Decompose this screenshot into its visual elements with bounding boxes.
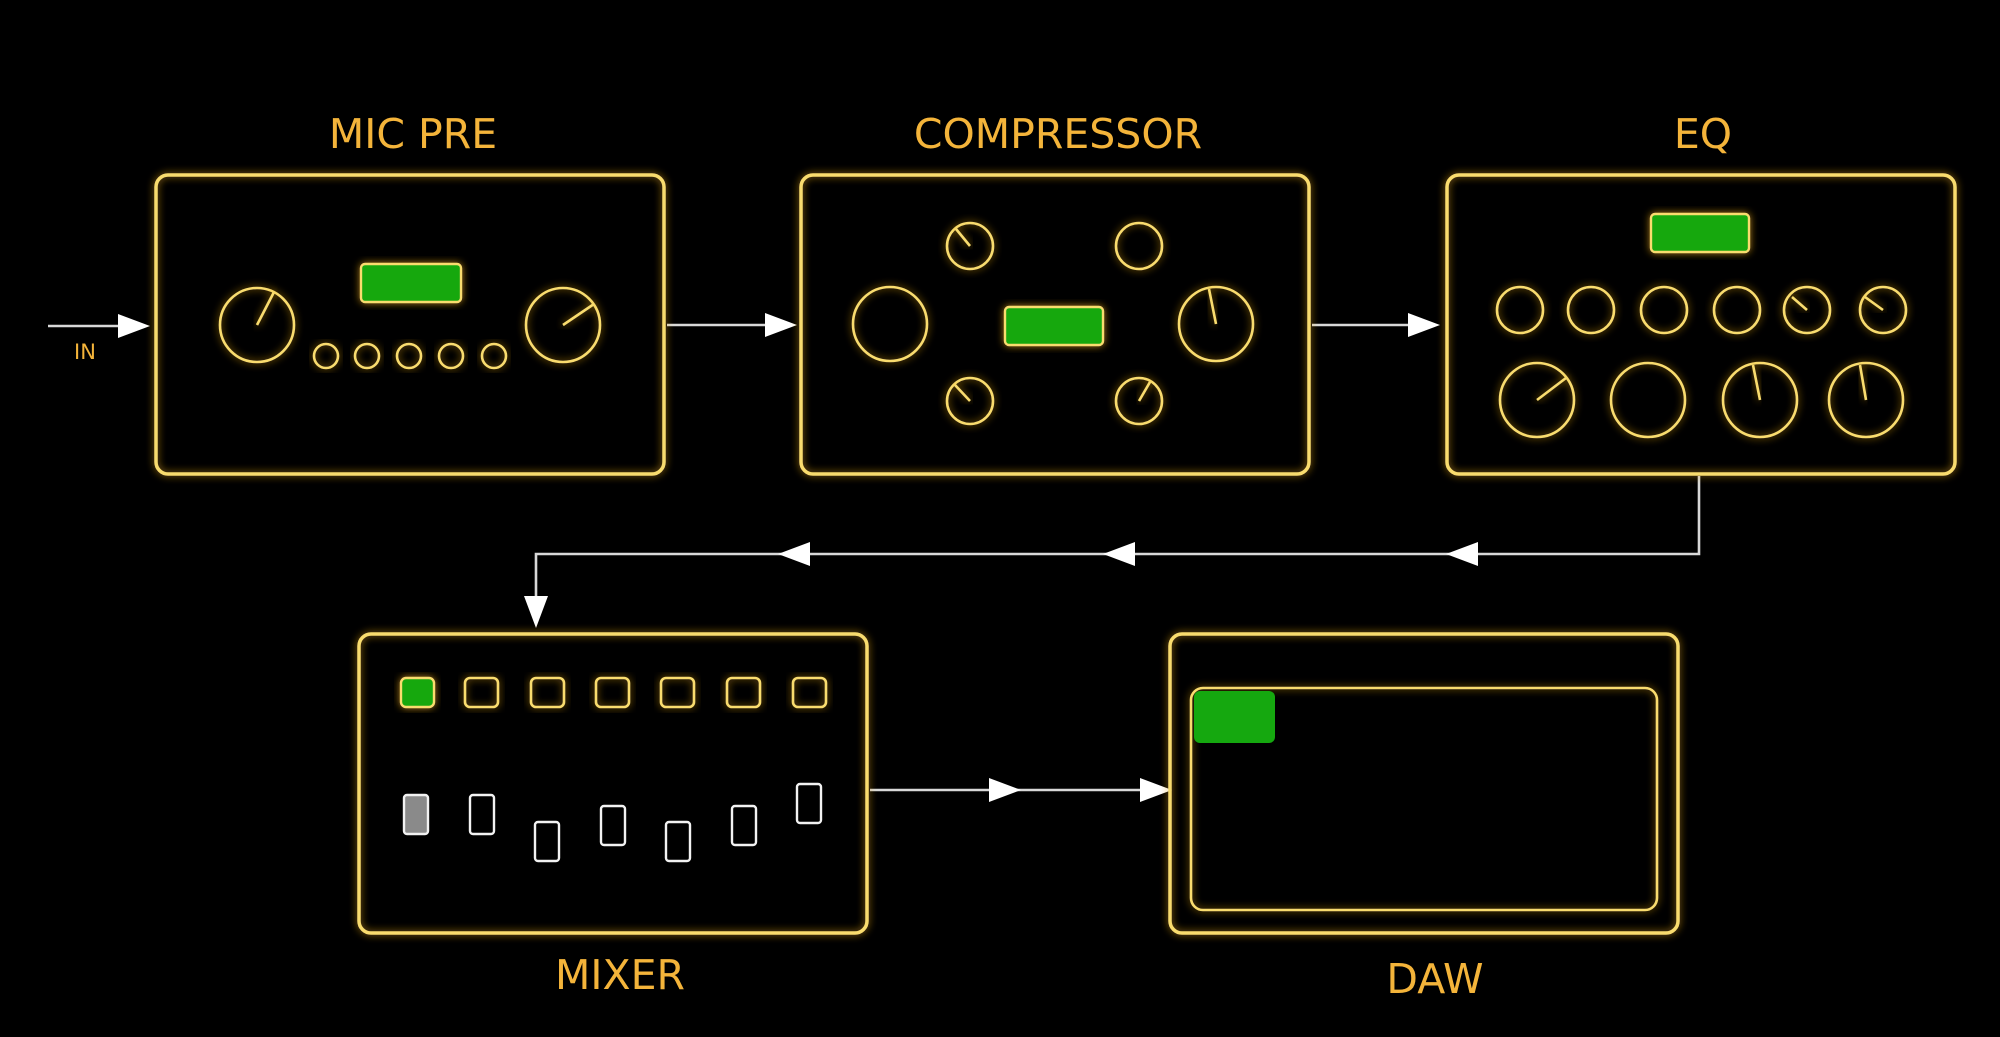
wire-eq-to-mixer <box>534 476 1701 600</box>
makeup-knob <box>1177 285 1255 363</box>
mic-pre-title: MIC PRE <box>329 110 497 158</box>
eq-display <box>1649 212 1751 254</box>
switch-button <box>395 342 423 370</box>
ratio-knob <box>945 376 995 426</box>
compressor-module <box>799 173 1311 476</box>
switch-button <box>353 342 381 370</box>
daw-frame <box>1168 632 1680 935</box>
mic-pre-module <box>154 173 666 476</box>
eq-small-knob <box>1639 285 1689 335</box>
channel-button-active <box>399 676 436 709</box>
mixer-title: MIXER <box>555 951 685 999</box>
eq-large-knob <box>1609 361 1687 439</box>
fader-cap <box>402 793 430 836</box>
signal-wires <box>48 313 1701 802</box>
arrowhead-icon <box>524 596 548 628</box>
channel-button <box>791 676 828 709</box>
eq-title: EQ <box>1674 110 1732 158</box>
daw-track-area <box>1189 686 1659 912</box>
eq-large-knob <box>1721 361 1799 439</box>
daw-title: DAW <box>1386 955 1483 1003</box>
eq-module <box>1445 173 1957 476</box>
channel-button <box>529 676 566 709</box>
eq-small-knob <box>1566 285 1616 335</box>
fader-cap <box>730 804 758 847</box>
eq-large-knob <box>1827 361 1905 439</box>
attack-knob <box>945 221 995 271</box>
mic-pre-display <box>359 262 463 304</box>
arrowhead-icon <box>989 778 1021 802</box>
fader-cap <box>599 804 627 847</box>
threshold-knob <box>851 285 929 363</box>
compressor-frame <box>799 173 1311 476</box>
switch-button <box>480 342 508 370</box>
eq-small-knob <box>1712 285 1762 335</box>
arrowhead-icon <box>118 314 150 338</box>
knee-knob <box>1114 376 1164 426</box>
arrowhead-icon <box>1140 778 1172 802</box>
arrowhead-icon <box>765 313 797 337</box>
eq-frame <box>1445 173 1957 476</box>
arrowhead-icon <box>778 542 810 566</box>
channel-button <box>725 676 762 709</box>
mixer-module <box>357 632 869 935</box>
switch-button <box>312 342 340 370</box>
gain-knob <box>218 286 296 364</box>
arrowhead-icon <box>1446 542 1478 566</box>
arrowhead-icon <box>1408 313 1440 337</box>
arrowhead-icon <box>1103 542 1135 566</box>
mic-pre-frame <box>154 173 666 476</box>
switch-button <box>437 342 465 370</box>
fader-cap <box>533 820 561 863</box>
eq-small-knob <box>1858 285 1908 335</box>
release-knob <box>1114 221 1164 271</box>
eq-small-knob <box>1495 285 1545 335</box>
output-knob <box>524 286 602 364</box>
channel-button <box>594 676 631 709</box>
eq-small-knob <box>1782 285 1832 335</box>
compressor-display <box>1003 305 1105 347</box>
channel-button <box>659 676 696 709</box>
compressor-title: COMPRESSOR <box>914 110 1202 158</box>
input-label: IN <box>74 340 96 364</box>
daw-module <box>1168 632 1680 935</box>
fader-cap <box>795 782 823 825</box>
fader-cap <box>664 820 692 863</box>
mixer-frame <box>357 632 869 935</box>
daw-selected-track-header <box>1194 691 1275 743</box>
fader-cap <box>468 793 496 836</box>
channel-button <box>463 676 500 709</box>
eq-large-knob <box>1498 361 1576 439</box>
